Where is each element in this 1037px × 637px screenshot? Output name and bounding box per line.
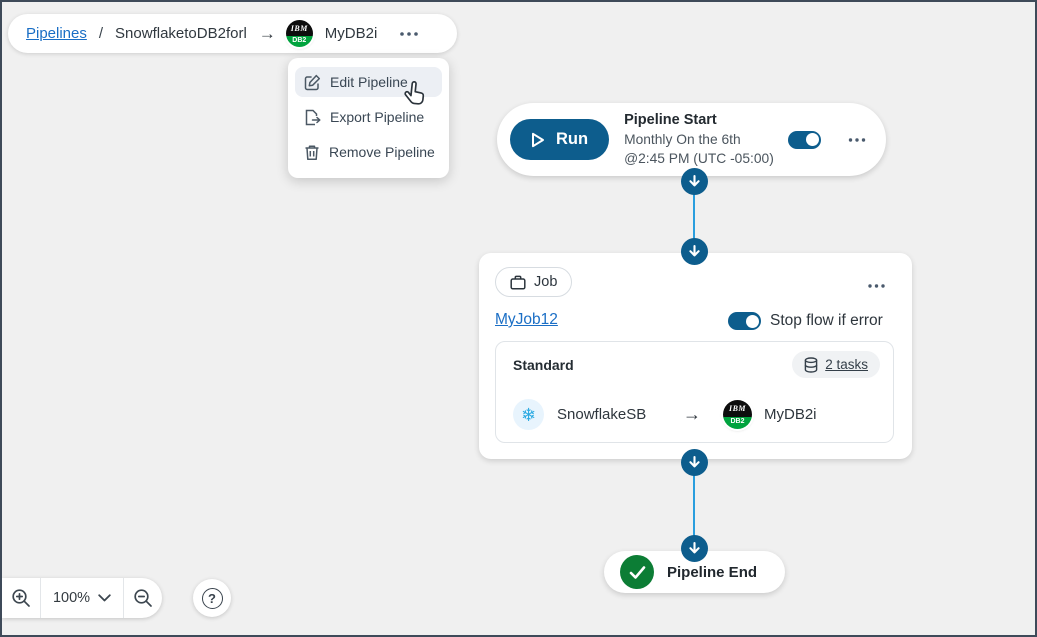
briefcase-icon <box>510 275 526 290</box>
start-schedule-line1: Monthly On the 6th <box>624 132 741 147</box>
ellipsis-icon <box>400 31 419 36</box>
zoom-out-button[interactable] <box>124 578 162 618</box>
task-target-name: MyDB2i <box>764 406 817 423</box>
flow-down-arrow-icon <box>680 448 708 476</box>
breadcrumb: Pipelines / SnowflaketoDB2forl → IBM DB2… <box>8 14 457 53</box>
stop-flow-toggle[interactable] <box>728 312 761 330</box>
stop-flow-label: Stop flow if error <box>770 312 883 329</box>
play-icon <box>532 132 544 147</box>
flow-down-arrow-icon <box>680 237 708 265</box>
task-source-name: SnowflakeSB <box>557 406 647 423</box>
zoom-level-dropdown[interactable]: 100% <box>40 578 124 618</box>
zoom-toolbar: 100% <box>2 578 162 618</box>
pipeline-more-menu-button[interactable] <box>399 31 419 37</box>
connector-line <box>692 181 696 251</box>
breadcrumb-link-pipelines[interactable]: Pipelines <box>26 25 87 42</box>
chevron-down-icon <box>98 594 111 602</box>
edit-icon <box>304 74 321 90</box>
pipeline-start-node: Run Pipeline Start Monthly On the 6th @2… <box>497 103 886 176</box>
zoom-level-value: 100% <box>52 590 91 606</box>
menu-item-export-pipeline[interactable]: Export Pipeline <box>295 102 442 132</box>
zoom-out-icon <box>133 588 152 607</box>
run-button[interactable]: Run <box>510 119 610 160</box>
breadcrumb-separator: / <box>98 25 104 42</box>
job-more-button[interactable] <box>867 276 886 294</box>
job-type-chip: Job <box>495 267 573 297</box>
flow-down-arrow-icon <box>680 534 708 562</box>
success-check-icon <box>620 555 654 589</box>
start-node-more-button[interactable] <box>848 137 866 143</box>
flow-arrow-icon: → <box>258 23 276 43</box>
start-node-title: Pipeline Start <box>624 112 717 128</box>
start-schedule-info: Pipeline Start Monthly On the 6th @2:45 … <box>624 111 774 168</box>
tasks-count-badge[interactable]: 2 tasks <box>792 351 880 378</box>
connector-line <box>692 462 696 548</box>
export-icon <box>305 109 321 125</box>
ellipsis-icon <box>868 284 885 288</box>
zoom-in-icon <box>11 588 30 607</box>
end-node-title: Pipeline End <box>667 563 758 581</box>
breadcrumb-target-name: MyDB2i <box>324 25 378 42</box>
breadcrumb-pipeline-name: SnowflaketoDB2forl <box>115 25 247 42</box>
snowflake-icon: ❄ <box>513 399 544 430</box>
flow-down-arrow-icon <box>680 167 708 195</box>
task-flow-row: ❄ SnowflakeSB → IBM DB2 MyDB2i <box>513 399 817 430</box>
start-schedule-line2: @2:45 PM (UTC -05:00) <box>624 151 774 166</box>
job-card: Job MyJob12 Stop flow if error Standard … <box>479 253 912 459</box>
zoom-in-button[interactable] <box>2 578 40 618</box>
menu-item-edit-pipeline[interactable]: Edit Pipeline <box>295 67 442 97</box>
ellipsis-icon <box>848 137 866 142</box>
flow-arrow-icon: → <box>683 404 701 424</box>
database-icon <box>804 356 818 373</box>
job-name-link[interactable]: MyJob12 <box>495 311 558 328</box>
trash-icon <box>305 144 319 160</box>
schedule-toggle[interactable] <box>788 130 821 149</box>
menu-item-remove-pipeline[interactable]: Remove Pipeline <box>295 137 442 167</box>
job-tasks-panel: Standard 2 tasks ❄ SnowflakeSB → IBM DB2… <box>495 341 894 443</box>
question-icon: ? <box>201 587 223 609</box>
ibm-db2-icon: IBM DB2 <box>723 400 752 429</box>
pipeline-actions-menu: Edit Pipeline Export Pipeline Remove Pip… <box>288 58 449 178</box>
ibm-db2-icon: IBM DB2 <box>285 20 313 47</box>
help-button[interactable]: ? <box>193 579 231 617</box>
section-title: Standard <box>513 357 574 373</box>
